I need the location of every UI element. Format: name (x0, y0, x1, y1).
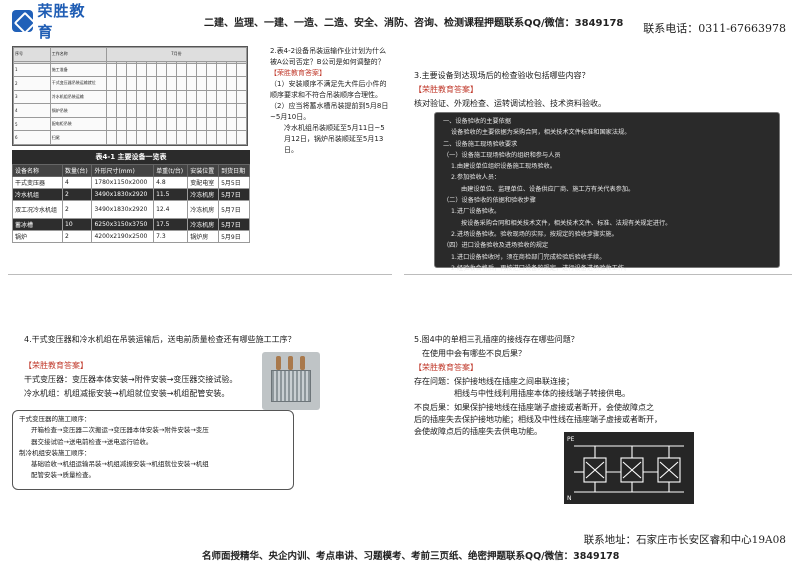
socket-2-wires (622, 461, 642, 479)
q3-notes-box: 干式变压器的施工顺序： 开箱检查→变压器二次搬运→变压器本体安装→附件安装→变压… (12, 410, 294, 490)
q1-answer-3: 冷水机组吊装顺延至5月11日~5月12日，锅炉吊装顺延至5月13日。 (284, 124, 385, 154)
q1-question: 2.表4-2设备吊装运输作业计划为什么被A公司否定？B公司是如何调整的？ (270, 47, 387, 66)
quadrant-2: 3.主要设备到达现场后的检查验收包括哪些内容？ 【荣胜教育答案】 核对验证、外观… (404, 42, 792, 276)
divider (404, 274, 792, 275)
gantt-col-name: 工作名称 (49, 47, 107, 62)
n-drops (594, 482, 670, 492)
q3-answer-2: 冷水机组：机组减振安装→机组就位安装→机组配管安装。 (24, 389, 230, 398)
footer-courses: 名师面授精华、央企内训、考点串讲、习题模考、考前三页纸、绝密押题联系QQ/微信：… (202, 551, 620, 562)
label-n: N (567, 495, 572, 502)
q4-consequence-3: 会使故障点后的插座失去供电功能。 (414, 427, 542, 436)
brand-name: 荣胜教育 (37, 2, 86, 41)
q4-question-2: 在使用中会有哪些不良后果？ (422, 349, 526, 358)
socket-wiring-diagram: PE N (564, 432, 694, 504)
q2-answer-tag: 【荣胜教育答案】 (414, 85, 478, 94)
transformer-image (262, 352, 320, 410)
q3-answer-1: 干式变压器：变压器本体安装→附件安装→变压器交接试验。 (24, 375, 238, 384)
q3-answer-tag: 【荣胜教育答案】 (24, 361, 88, 370)
quadrant-3: 4.干式变压器和冷水机组在吊装运输后，送电前质量检查还有哪些施工工序？ 【荣胜教… (8, 286, 392, 528)
gantt-col-no: 序号 (13, 47, 51, 62)
q1-answer-tag: 【荣胜教育答案】 (270, 69, 326, 77)
socket-3-wires (659, 461, 679, 479)
footer-address: 联系地址：石家庄市长安区睿和中心19A08 (583, 534, 786, 546)
header-courses: 二建、监理、一建、一造、二造、安全、消防、咨询、检测课程押题联系QQ/微信：38… (204, 18, 624, 29)
q4-answer-tag: 【荣胜教育答案】 (414, 363, 478, 372)
q4-consequence-1: 不良后果：如果保护接地线在插座端子虚接或者断开，会使故障点之 (414, 403, 654, 412)
gantt-col-month: 7月份 (105, 47, 248, 62)
q2-question: 3.主要设备到达现场后的检查验收包括哪些内容？ (414, 71, 590, 80)
q3-question: 4.干式变压器和冷水机组在吊装运输后，送电前质量检查还有哪些施工工序？ (24, 335, 296, 344)
equipment-table-title: 表4-1 主要设备一览表 (12, 150, 250, 164)
q4-question: 5.图4中的单相三孔插座的接线存在哪些问题？ (414, 335, 579, 344)
q2-answer: 核对验证、外观检查、运转调试检验、技术资料验收。 (414, 99, 606, 108)
q1-answer-1: （1）安装顺序不满足先大件后小件的顺序要求和不符合吊装顺序合理性。 (270, 80, 387, 99)
pe-drops (594, 446, 670, 458)
q2-notes-box: 一、设备验收的主要依据 设备验收的主要依据为采购合同，相关技术文件标准和国家法规… (434, 112, 780, 272)
bushing-icon (288, 356, 293, 370)
brand-logo-icon (12, 10, 34, 32)
q1-answer-2: （2）应当将蓄水槽吊装提前到5月8日~5月10日。 (270, 102, 389, 121)
bushing-icon (276, 356, 281, 370)
bushing-icon (300, 356, 305, 370)
label-pe: PE (567, 436, 575, 443)
transformer-body (271, 370, 311, 402)
header-phone: 联系电话：0311-67663978 (643, 22, 786, 35)
quadrant-4: 5.图4中的单相三孔插座的接线存在哪些问题？ 在使用中会有哪些不良后果？ 【荣胜… (404, 286, 792, 528)
q1-answer-text: 2.表4-2设备吊装运输作业计划为什么被A公司否定？B公司是如何调整的？ 【荣胜… (270, 46, 390, 156)
q4-problem-1: 存在问题：保护接地线在插座之间串联连接； (414, 377, 574, 386)
divider (8, 274, 392, 275)
equipment-table: 设备名称 数量(台) 外形尺寸(mm) 单重(t/台) 安装位置 到货日期 干式… (11, 164, 250, 243)
socket-1-wires (585, 461, 605, 479)
q4-problem-2: 相线与中性线利用插座本体的接线端子转接供电。 (454, 389, 630, 398)
brand-logo: 荣胜教育 (12, 2, 100, 41)
q4-consequence-2: 后的插座失去保护接地功能；相线及中性线在插座端子虚接或者断开， (414, 415, 662, 424)
